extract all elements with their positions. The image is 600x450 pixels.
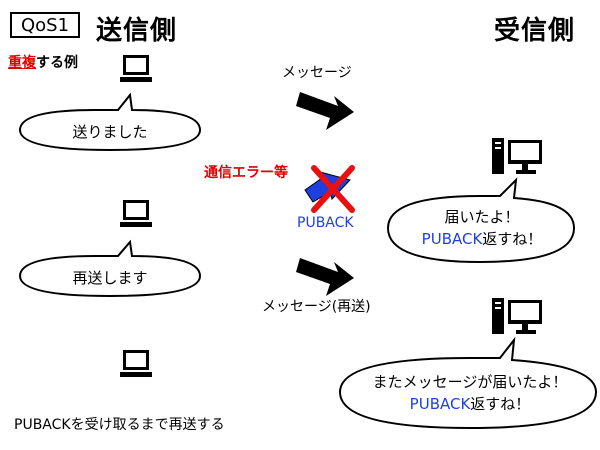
receiver-bubble-2-line1: またメッセージが届いたよ！: [372, 373, 568, 391]
arrow-icon: [296, 258, 354, 296]
receiver-bubble-1-line1: 届いたよ！: [444, 208, 520, 226]
qos-label: QoS1: [20, 14, 70, 36]
example-label-highlight: 重複: [8, 55, 36, 71]
receiver-bubble-1-line2: PUBACK返すね！: [392, 228, 572, 250]
cross-icon: [311, 165, 355, 213]
sender-bubble-2: [18, 239, 202, 298]
receiver-bubble-1-text: 届いたよ！ PUBACK返すね！: [392, 206, 572, 250]
puback-text: PUBACK: [409, 395, 471, 413]
receiver-bubble-1: [386, 177, 576, 264]
error-label: 通信エラー等: [204, 165, 288, 181]
example-label: 重複する例: [8, 52, 78, 72]
sender-title: 送信側: [96, 16, 178, 46]
sender-bubble-1: [18, 92, 202, 152]
desktop-pc-icon: [492, 138, 542, 174]
reply-text: 返すね！: [470, 395, 531, 413]
receiver-bubble-2-line2: PUBACK返すね！: [346, 393, 594, 415]
laptop-icon: [120, 350, 152, 377]
puback-text: PUBACK: [421, 230, 483, 248]
qos-level-box: QoS1: [10, 12, 80, 38]
resend-label: メッセージ(再送): [262, 299, 371, 315]
laptop-icon: [120, 55, 152, 82]
sender-note: PUBACKを受け取るまで再送する: [14, 417, 225, 433]
receiver-bubble-2-text: またメッセージが届いたよ！ PUBACK返すね！: [346, 371, 594, 415]
example-label-rest: する例: [36, 55, 78, 71]
puback-label: PUBACK: [297, 215, 354, 231]
message-label: メッセージ: [282, 65, 352, 81]
desktop-pc-icon: [492, 298, 542, 334]
laptop-icon: [120, 200, 152, 227]
reply-text: 返すね！: [482, 230, 543, 248]
arrow-icon: [296, 92, 354, 130]
sender-bubble-2-text: 再送します: [72, 269, 148, 287]
receiver-title: 受信側: [494, 16, 576, 46]
sender-bubble-1-text: 送りました: [72, 123, 148, 141]
receiver-bubble-2: [338, 336, 598, 430]
